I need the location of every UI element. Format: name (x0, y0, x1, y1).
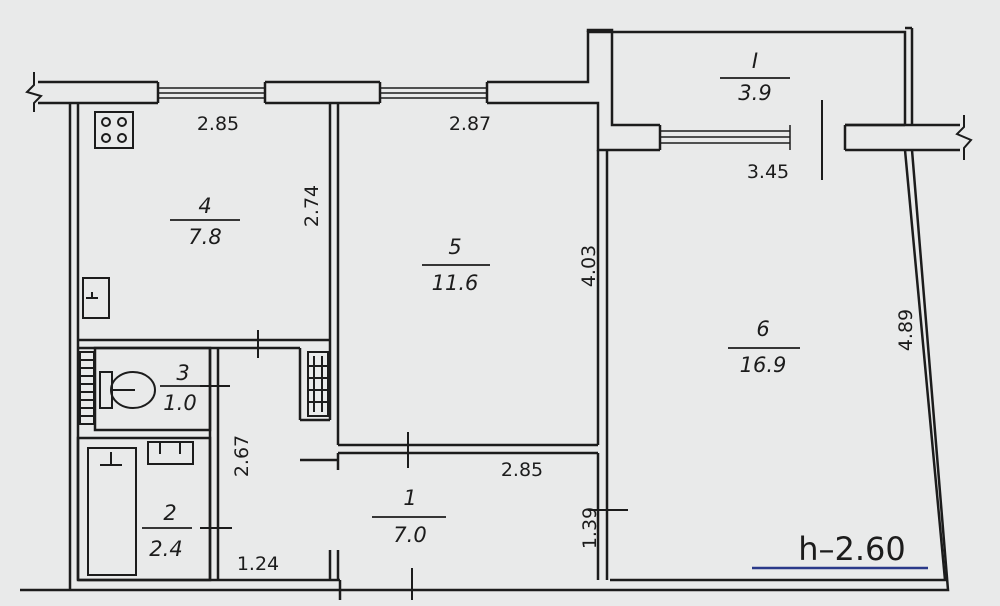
vent-shaft-icon (79, 351, 95, 425)
doorway-ticks (200, 100, 823, 600)
ceiling-height-label: h–2.60 (798, 530, 906, 568)
room-2-area: 2.4 (149, 537, 182, 561)
room-5-number: 5 (448, 235, 461, 259)
dim-hall-width: 1.39 (579, 507, 601, 549)
room-1-area: 7.0 (393, 523, 426, 547)
room-1-number: 1 (403, 486, 416, 510)
break-marks (25, 72, 973, 160)
room-balcony-number: I (752, 49, 758, 73)
room-2-number: 2 (163, 501, 176, 525)
room-4-area: 7.8 (188, 225, 221, 249)
bathtub-icon (87, 447, 137, 576)
dim-kitchen-width: 2.85 (197, 113, 239, 135)
dim-bedroom-depth: 4.89 (895, 309, 917, 351)
dim-bedroom-width: 3.45 (747, 161, 789, 183)
room-4-number: 4 (198, 194, 211, 218)
dim-hall-length: 2.85 (501, 459, 543, 481)
room-5-area: 11.6 (432, 271, 479, 295)
grill-hatch (80, 356, 328, 417)
dim-living-width: 2.87 (449, 113, 491, 135)
room-balcony-area: 3.9 (738, 81, 771, 105)
dim-living-depth: 4.03 (578, 245, 600, 287)
windows (158, 87, 791, 150)
room-3-area: 1.0 (163, 391, 196, 415)
area-fraction-lines (142, 77, 800, 529)
room-3-number: 3 (176, 361, 189, 385)
fixtures (79, 111, 329, 576)
dim-corridor-length: 2.67 (231, 435, 253, 477)
radiator-icon (307, 351, 329, 417)
washbasin-icon (147, 441, 194, 465)
room-6-area: 16.9 (740, 353, 787, 377)
dim-bath-width: 1.24 (237, 553, 279, 575)
room-6-number: 6 (756, 317, 769, 341)
toilet-bowl-icon (110, 371, 156, 409)
kitchen-sink-icon (82, 277, 110, 319)
dim-kitchen-depth: 2.74 (301, 185, 323, 227)
stove-icon (94, 111, 134, 149)
